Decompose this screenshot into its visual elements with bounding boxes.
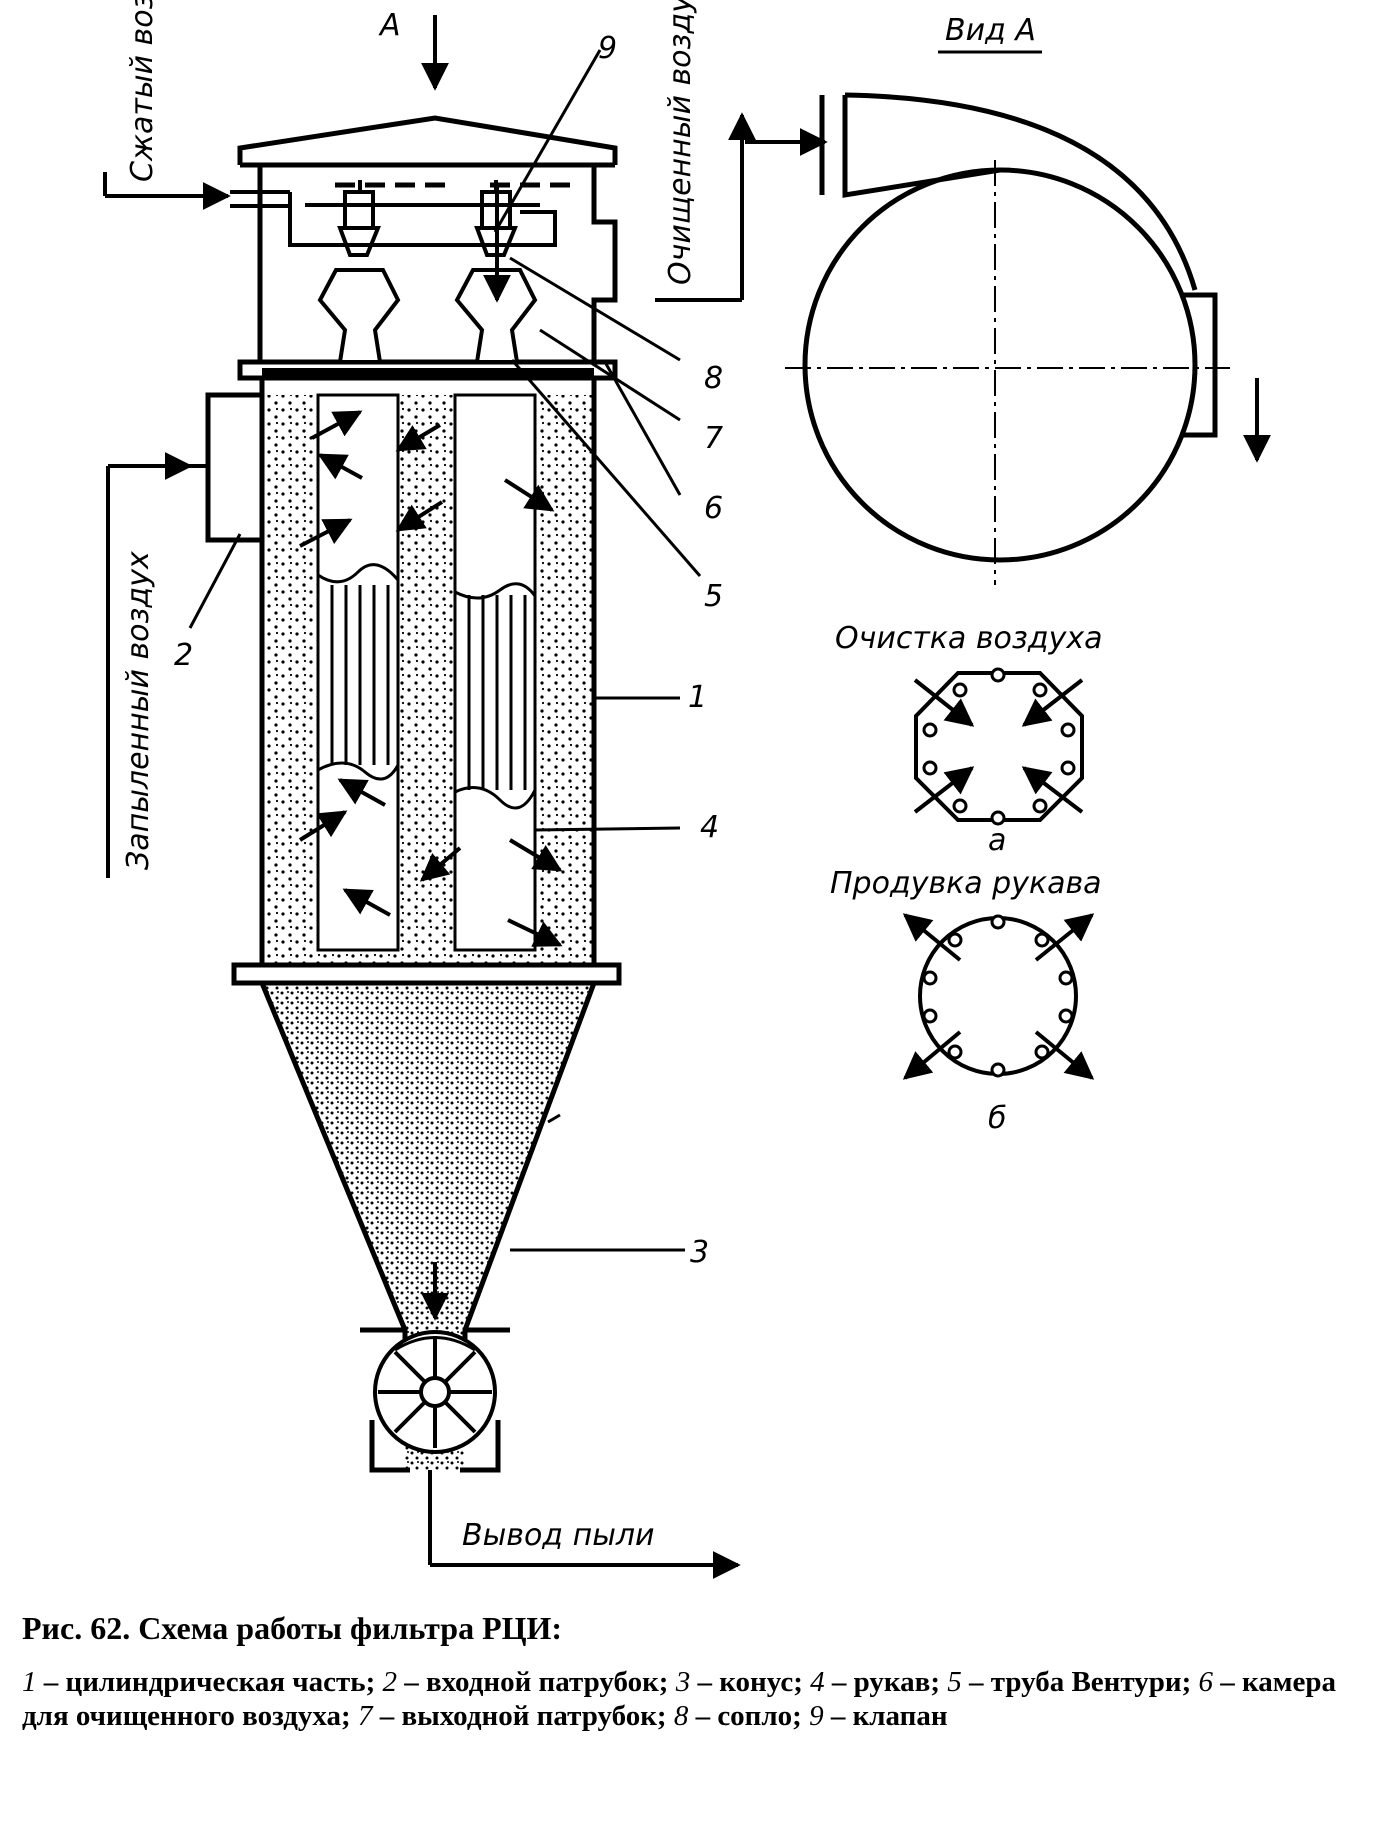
detail-air-cleaning xyxy=(913,667,1084,826)
part-number-3: 3 xyxy=(690,1235,709,1270)
legend-number: 3 xyxy=(675,1666,691,1698)
flow-arrows xyxy=(105,15,1271,1579)
legend-text: – рукав; xyxy=(824,1666,948,1698)
view-a-drawing xyxy=(802,92,1218,563)
sleeve-left xyxy=(316,393,400,952)
label-sub-b: б xyxy=(988,1101,1007,1136)
part-number-4: 4 xyxy=(700,810,719,845)
part-number-9: 9 xyxy=(598,31,617,66)
label-dust-outlet: Вывод пыли xyxy=(462,1518,655,1553)
label-view-arrow: A xyxy=(378,8,401,43)
leader-lines xyxy=(188,49,702,1252)
tube-sheet xyxy=(262,368,594,380)
part-number-1: 1 xyxy=(688,680,707,715)
legend-text: – входной патрубок; xyxy=(397,1666,676,1698)
detail-sleeve-purge xyxy=(902,913,1095,1080)
legend-text: – конус; xyxy=(690,1666,811,1698)
legend-number: 6 xyxy=(1198,1666,1214,1698)
label-dusty-air: Запыленный воздух xyxy=(121,551,156,870)
caption-title: Рис. 62. Схема работы фильтра РЦИ: xyxy=(22,1610,563,1646)
legend-text: – клапан xyxy=(823,1700,948,1732)
legend-number: 1 xyxy=(22,1666,37,1698)
legend-number: 8 xyxy=(673,1700,689,1732)
filter-sleeves xyxy=(316,393,537,952)
legend-text: – сопло; xyxy=(688,1700,810,1732)
legend-number: 2 xyxy=(382,1666,398,1698)
label-sleeve-purge: Продувка рукава xyxy=(830,866,1102,901)
label-cleaned-air: Очищенный воздух xyxy=(663,0,698,285)
label-view-a: Вид А xyxy=(945,13,1036,48)
part-number-5: 5 xyxy=(704,579,723,614)
part-number-8: 8 xyxy=(704,361,723,396)
rotary-feeder xyxy=(373,1330,497,1454)
legend-text: – цилиндрическая часть; xyxy=(36,1666,383,1698)
legend-text: – камера для очищенного воздуха; xyxy=(22,1666,1337,1732)
filter-body xyxy=(205,115,622,1473)
figure-caption: Рис. 62. Схема работы фильтра РЦИ: 1 – ц… xyxy=(22,1610,1352,1733)
caption-legend: 1 – цилиндрическая часть; 2 – входной па… xyxy=(22,1665,1352,1733)
legend-number: 9 xyxy=(809,1700,824,1732)
label-air-cleaning: Очистка воздуха xyxy=(835,621,1102,656)
dust-fill xyxy=(262,395,594,1470)
legend-text: – выходной патрубок; xyxy=(372,1700,674,1732)
label-compressed-air: Сжатый воздух xyxy=(125,0,160,182)
part-number-7: 7 xyxy=(704,421,723,456)
legend-number: 4 xyxy=(810,1666,825,1698)
part-number-2: 2 xyxy=(174,638,193,673)
part-number-6: 6 xyxy=(704,491,723,526)
sleeve-right xyxy=(453,393,537,952)
view-a-centerlines xyxy=(785,160,1230,585)
legend-number: 7 xyxy=(357,1700,373,1732)
legend-number: 5 xyxy=(947,1666,962,1698)
venturi-tubes xyxy=(317,226,538,364)
filter-diagram: A Сжатый воздух Очищенный воздух Запылен… xyxy=(103,0,1271,1579)
legend-text: – труба Вентури; xyxy=(961,1666,1199,1698)
label-sub-a: а xyxy=(988,823,1006,858)
